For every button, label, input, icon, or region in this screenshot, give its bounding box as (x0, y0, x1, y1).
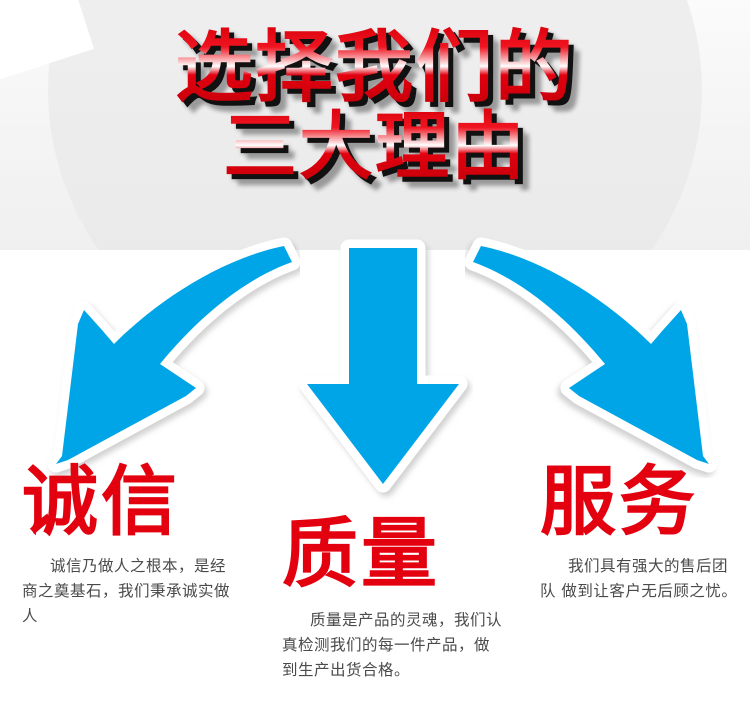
curved-arrow-down-right-icon (464, 228, 750, 478)
poster-title: 选择我们的 三大理由 (0, 24, 750, 188)
title-line-1: 选择我们的 (0, 24, 750, 112)
title-line-2: 三大理由 (0, 106, 750, 188)
reason-column-quality: 质量 质量是产品的灵魂，我们认真检测我们的每一件产品，做到生产出货合格。 (282, 512, 512, 683)
reason-heading-quality: 质量 (282, 509, 440, 598)
curved-arrow-down-left-icon (10, 228, 301, 478)
reason-body-service: 我们具有强大的售后团队 做到让客户无后顾之忧。 (540, 557, 738, 600)
reason-body-integrity: 诚信乃做人之根本，是经商之奠基石，我们秉承诚实做人 (22, 557, 231, 625)
reason-heading-integrity: 诚信 (22, 457, 180, 546)
reason-column-integrity: 诚信 诚信乃做人之根本，是经商之奠基石，我们秉承诚实做人 (22, 460, 272, 629)
reason-column-service: 服务 我们具有强大的售后团队 做到让客户无后顾之忧。 (540, 460, 750, 604)
reason-heading-service: 服务 (540, 457, 698, 546)
straight-arrow-down-icon (293, 232, 473, 504)
reason-body-quality: 质量是产品的灵魂，我们认真检测我们的每一件产品，做到生产出货合格。 (282, 611, 503, 679)
